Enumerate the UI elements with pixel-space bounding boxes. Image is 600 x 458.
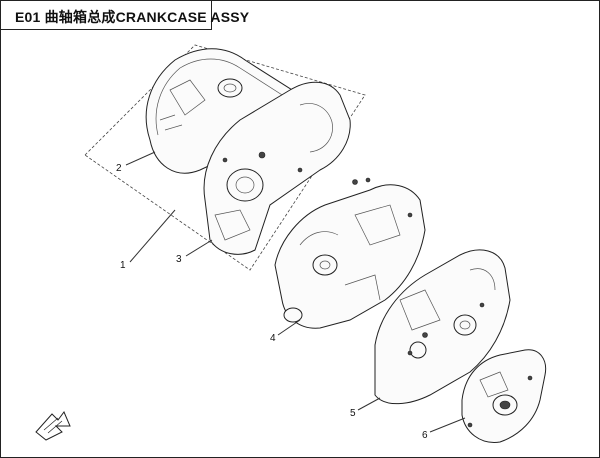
part-4-left-crankcase <box>274 177 426 329</box>
front-direction-arrow-icon <box>35 411 71 441</box>
title-box: E01 曲轴箱总成CRANKCASE ASSY <box>0 0 249 30</box>
leader-line-2 <box>125 151 156 166</box>
callout-6: 6 <box>422 430 428 441</box>
callout-4: 4 <box>270 333 276 344</box>
part-2-outer-cover <box>145 48 302 174</box>
leader-line-5 <box>357 397 381 411</box>
callout-5: 5 <box>350 408 356 419</box>
leader-line-1 <box>129 209 176 263</box>
callout-1: 1 <box>120 260 126 271</box>
leader-line-4 <box>277 319 301 336</box>
part-3-inner-cover <box>203 81 351 255</box>
callout-2: 2 <box>116 163 122 174</box>
part-5-right-crankcase <box>374 249 511 405</box>
group-outline <box>84 44 366 271</box>
part-6-side-cover <box>461 349 547 443</box>
leader-line-6 <box>429 417 466 433</box>
leader-lines <box>125 151 466 433</box>
leader-line-3 <box>185 239 213 257</box>
callout-3: 3 <box>176 254 182 265</box>
page-title: E01 曲轴箱总成CRANKCASE ASSY <box>15 9 250 25</box>
